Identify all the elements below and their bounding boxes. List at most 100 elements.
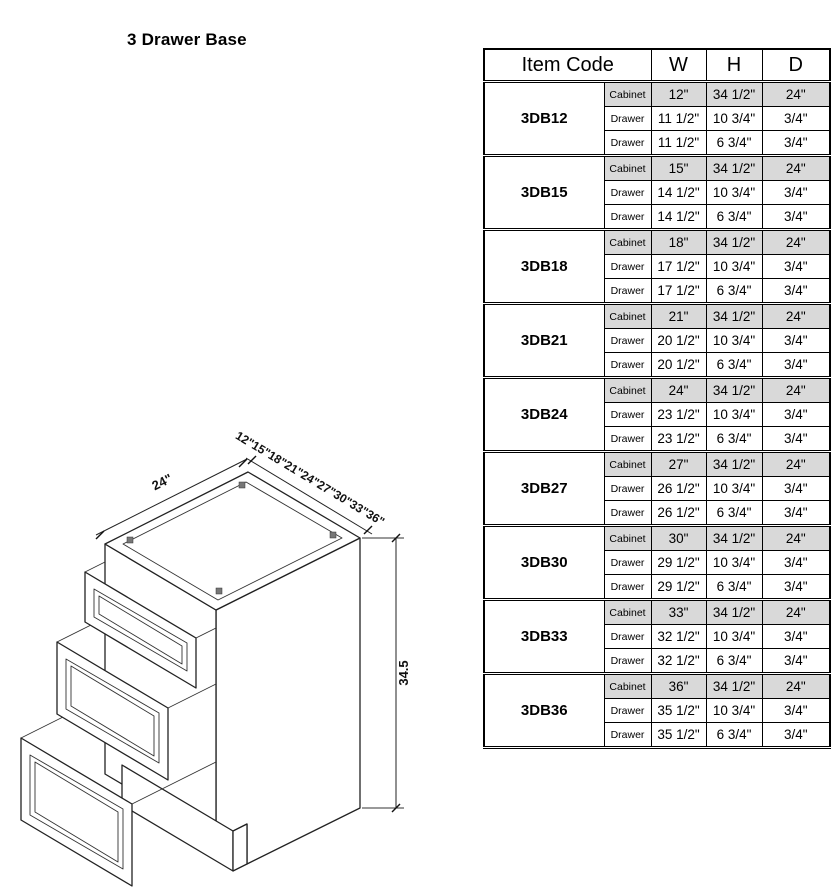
w-cell: 11 1/2"	[650, 106, 707, 131]
part-cell: Drawer	[603, 698, 652, 723]
d-cell: 3/4"	[761, 278, 831, 305]
item-code-cell: 3DB24	[483, 377, 605, 453]
corner-brace-icon	[215, 587, 223, 595]
part-cell: Cabinet	[603, 451, 652, 477]
d-cell: 24"	[761, 303, 831, 329]
h-cell: 34 1/2"	[705, 599, 763, 625]
d-cell: 24"	[761, 229, 831, 255]
header-h: H	[705, 48, 763, 83]
w-cell: 17 1/2"	[650, 254, 707, 279]
toe-kick-side	[232, 823, 248, 872]
part-cell: Cabinet	[603, 599, 652, 625]
part-cell: Drawer	[603, 328, 652, 353]
w-cell: 30"	[650, 525, 707, 551]
corner-brace-icon	[238, 481, 246, 489]
h-cell: 10 3/4"	[705, 402, 763, 427]
h-cell: 10 3/4"	[705, 624, 763, 649]
d-cell: 24"	[761, 525, 831, 551]
part-cell: Drawer	[603, 278, 652, 305]
part-cell: Drawer	[603, 402, 652, 427]
w-cell: 23 1/2"	[650, 426, 707, 453]
h-cell: 34 1/2"	[705, 673, 763, 699]
part-cell: Drawer	[603, 352, 652, 379]
part-cell: Drawer	[603, 180, 652, 205]
h-cell: 6 3/4"	[705, 500, 763, 527]
drawer-front-top	[84, 571, 197, 689]
h-cell: 34 1/2"	[705, 229, 763, 255]
d-cell: 3/4"	[761, 698, 831, 723]
part-cell: Drawer	[603, 476, 652, 501]
h-cell: 10 3/4"	[705, 550, 763, 575]
d-cell: 3/4"	[761, 180, 831, 205]
part-cell: Cabinet	[603, 303, 652, 329]
item-code-cell: 3DB18	[483, 229, 605, 305]
item-code-cell: 3DB27	[483, 451, 605, 527]
corner-brace-icon	[329, 531, 337, 539]
part-cell: Drawer	[603, 254, 652, 279]
part-cell: Cabinet	[603, 229, 652, 255]
cabinet-diagram: 24" 12"15"18"21"24"27"30"33"36" 34.5	[20, 428, 411, 887]
header-w: W	[650, 48, 707, 83]
part-cell: Drawer	[603, 204, 652, 231]
d-cell: 24"	[761, 451, 831, 477]
d-cell: 24"	[761, 377, 831, 403]
w-cell: 32 1/2"	[650, 648, 707, 675]
w-cell: 26 1/2"	[650, 500, 707, 527]
d-cell: 3/4"	[761, 426, 831, 453]
h-cell: 34 1/2"	[705, 377, 763, 403]
table-header-row: Item Code W H D	[483, 48, 831, 83]
h-cell: 10 3/4"	[705, 180, 763, 205]
item-code-cell: 3DB36	[483, 673, 605, 749]
w-cell: 12"	[650, 81, 707, 107]
d-cell: 3/4"	[761, 624, 831, 649]
w-cell: 35 1/2"	[650, 722, 707, 749]
w-cell: 29 1/2"	[650, 550, 707, 575]
part-cell: Drawer	[603, 624, 652, 649]
h-cell: 34 1/2"	[705, 303, 763, 329]
w-cell: 36"	[650, 673, 707, 699]
w-cell: 33"	[650, 599, 707, 625]
h-cell: 6 3/4"	[705, 426, 763, 453]
item-code-cell: 3DB21	[483, 303, 605, 379]
w-cell: 24"	[650, 377, 707, 403]
part-cell: Drawer	[603, 550, 652, 575]
d-cell: 3/4"	[761, 328, 831, 353]
corner-brace-icon	[126, 536, 134, 544]
w-cell: 14 1/2"	[650, 180, 707, 205]
h-cell: 10 3/4"	[705, 254, 763, 279]
d-cell: 24"	[761, 673, 831, 699]
h-cell: 6 3/4"	[705, 352, 763, 379]
h-cell: 34 1/2"	[705, 81, 763, 107]
h-cell: 6 3/4"	[705, 648, 763, 675]
h-cell: 6 3/4"	[705, 278, 763, 305]
part-cell: Cabinet	[603, 155, 652, 181]
depth-dimension-label: 24"	[149, 471, 174, 494]
d-cell: 3/4"	[761, 648, 831, 675]
w-cell: 20 1/2"	[650, 352, 707, 379]
w-cell: 18"	[650, 229, 707, 255]
d-cell: 3/4"	[761, 722, 831, 749]
w-cell: 20 1/2"	[650, 328, 707, 353]
w-cell: 26 1/2"	[650, 476, 707, 501]
w-cell: 17 1/2"	[650, 278, 707, 305]
drawer-front-middle	[56, 641, 169, 781]
header-d: D	[761, 48, 831, 83]
